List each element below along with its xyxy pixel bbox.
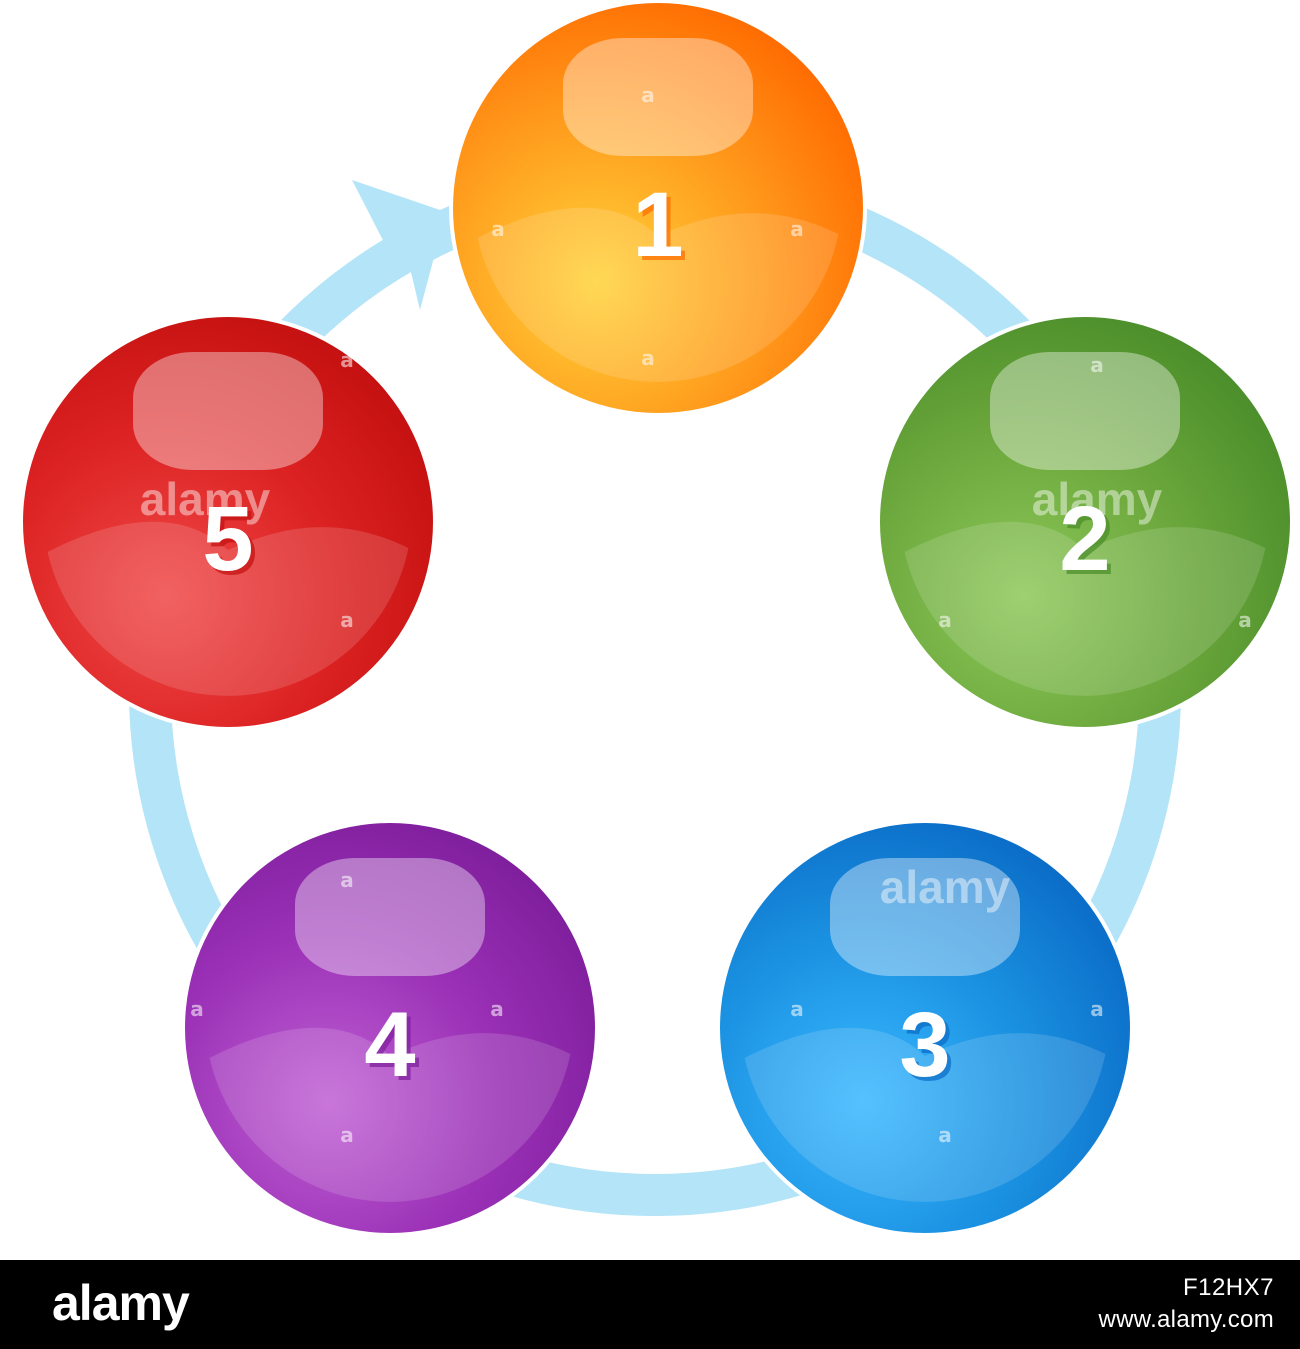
node-ball <box>23 317 433 727</box>
watermark-glyph: a <box>790 997 804 1021</box>
node-top-gloss <box>990 352 1180 470</box>
watermark-glyph: a <box>340 348 354 372</box>
node-label: 1 <box>632 174 683 276</box>
footer-url: www.alamy.com <box>1098 1306 1274 1333</box>
cycle-node-2: 22 <box>876 313 1294 731</box>
node-top-gloss <box>295 858 485 976</box>
watermark-glyph: a <box>1090 741 1104 765</box>
watermark-glyph: a <box>340 1123 354 1147</box>
footer-bar: alamy F12HX7 www.alamy.com <box>0 1260 1300 1349</box>
watermark-glyph: a <box>490 997 504 1021</box>
node-top-gloss <box>563 38 753 156</box>
cycle-node-3: 33 <box>716 819 1134 1237</box>
watermark-glyph: a <box>790 217 804 241</box>
node-ball <box>185 823 595 1233</box>
node-lower-gloss <box>47 521 409 696</box>
node-label: 3 <box>899 994 950 1096</box>
node-top-gloss <box>133 352 323 470</box>
watermark-glyph: a <box>340 868 354 892</box>
node-label: 5 <box>202 488 253 590</box>
node-label-shadow: 2 <box>1063 492 1114 594</box>
watermark-glyph: a <box>340 608 354 632</box>
watermark-text: alamy <box>140 473 271 525</box>
footer-logo: alamy <box>52 1275 190 1331</box>
node-ball <box>453 3 863 413</box>
watermark-glyph: a <box>1238 608 1252 632</box>
node-label-shadow: 3 <box>903 998 954 1100</box>
node-label-shadow: 1 <box>636 178 687 280</box>
node-ball <box>720 823 1130 1233</box>
node-label-shadow: 5 <box>206 492 257 594</box>
watermark-glyph: a <box>491 217 505 241</box>
cycle-arrowhead <box>352 180 446 310</box>
node-lower-gloss <box>477 207 839 382</box>
node-lower-gloss <box>904 521 1266 696</box>
footer-meta: F12HX7 www.alamy.com <box>1099 1272 1275 1336</box>
node-lower-gloss <box>744 1027 1106 1202</box>
node-lower-gloss <box>209 1027 571 1202</box>
watermark-text: alamy <box>880 861 1011 913</box>
cycle-node-4: 44 <box>181 819 599 1237</box>
watermark-glyph: a <box>190 997 204 1021</box>
watermark-glyph: a <box>191 741 205 765</box>
node-label-shadow: 4 <box>368 998 419 1100</box>
watermark-glyph: a <box>641 1123 655 1147</box>
footer-image-id: F12HX7 <box>1182 1274 1274 1301</box>
node-ball <box>880 317 1290 727</box>
watermark-glyph: a <box>1090 997 1104 1021</box>
cycle-node-5: 55 <box>19 313 437 731</box>
node-top-gloss <box>830 858 1020 976</box>
watermark-layer: a a a a a a a a a a a a a a a a a a a alamy alamy alamy <box>140 83 1252 1147</box>
node-label: 2 <box>1059 488 1110 590</box>
watermark-text: alamy <box>1032 473 1163 525</box>
watermark-glyph: a <box>1090 353 1104 377</box>
watermark-glyph: a <box>641 83 655 107</box>
watermark-glyph: a <box>938 1123 952 1147</box>
watermark-glyph: a <box>938 608 952 632</box>
cycle-node-1: 11 <box>449 0 867 417</box>
watermark-glyph: a <box>641 346 655 370</box>
node-label: 4 <box>364 994 415 1096</box>
